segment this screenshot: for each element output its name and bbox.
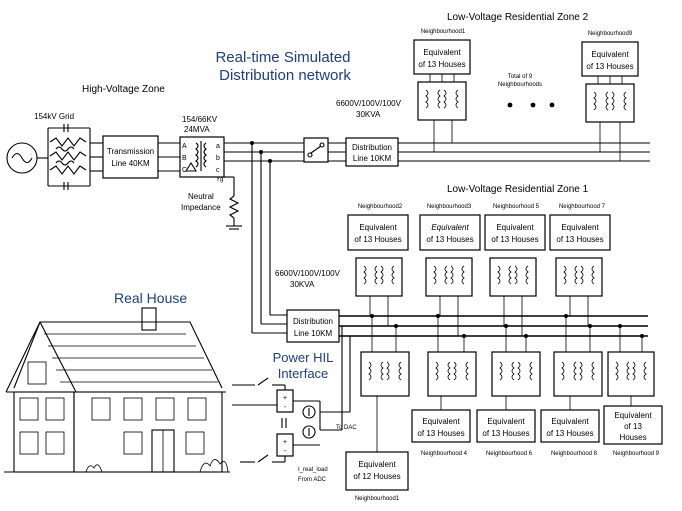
zone1-top-label1: Equivalent <box>359 223 397 232</box>
rt-title-line2: Distribution network <box>219 67 351 84</box>
zone1-bottom-label1: Equivalent <box>422 417 460 426</box>
zone2-total-label1: Total of 9 <box>508 74 533 80</box>
zone1-neighbourhood4: Equivalent of 13 Houses Neighbourhood 4 <box>411 396 471 457</box>
house-icon <box>4 307 230 473</box>
grid-label: 154kV Grid <box>34 112 74 121</box>
zone2-total-label2: Neighbourhoods <box>498 82 542 88</box>
svg-text:-: - <box>284 448 287 455</box>
sec-phase-a: a <box>216 143 220 150</box>
rt-title-line1: Real-time Simulated <box>215 49 350 66</box>
zone2-n9-label2: of 13 Houses <box>586 62 633 71</box>
zone2-n1-label1: Equivalent <box>423 48 461 57</box>
zone2-n9-name: Neighbourhood9 <box>588 31 633 37</box>
power-hil-interface: + - + - To DAC I_real_load From ADC <box>232 326 357 483</box>
zone1-top-label1: Equivalent <box>431 223 469 232</box>
zone1-neighbourhood5: Neighbourhood 5 Equivalent of 13 Houses <box>484 204 546 336</box>
zone2-line-label2: Line 10KM <box>353 154 392 163</box>
zone1-bottom-label1: Equivalent <box>551 417 589 426</box>
to-dac-label: To DAC <box>336 425 357 431</box>
zone1-top-label1: Equivalent <box>561 223 599 232</box>
zone1-bottom-label2: of 13 Houses <box>546 429 593 438</box>
zone1-top-name: Neighbourhood 5 <box>493 204 540 210</box>
zone2-n1-label2: of 13 Houses <box>418 60 465 69</box>
zone2-switch <box>303 137 329 163</box>
hv-transformer-rating2: 24MVA <box>184 125 210 134</box>
zone1-bottom-name: Neighbourhood 9 <box>613 451 660 457</box>
zone1-top-name: Neighbourhood3 <box>427 204 472 210</box>
zone1-bottom-label2: of 13 Houses <box>482 429 529 438</box>
pri-phase-b: B <box>182 155 187 162</box>
transmission-line-label1: Transmission <box>107 147 154 156</box>
transmission-line-label2: Line 40KM <box>111 159 150 168</box>
zone1-bottom-name: Neighbourhood 8 <box>551 451 598 457</box>
svg-text:-: - <box>284 404 287 411</box>
hv-zone-title: High-Voltage Zone <box>82 84 165 95</box>
ellipsis-dot <box>530 102 536 108</box>
real-house-title: Real House <box>114 290 187 306</box>
zone2-tf-rating1: 6600V/100V/100V <box>336 99 402 108</box>
sec-yg: Yg <box>216 177 223 183</box>
zone1-neighbourhood1: Equivalent of 12 Houses Neighbourhood1 <box>345 396 409 502</box>
ellipsis-dot <box>549 102 555 108</box>
zone1-bottom-label2: of 13 Houses <box>417 429 464 438</box>
zone1-bottom-label2: of 12 Houses <box>353 472 400 481</box>
zone2-tf-rating2: 30KVA <box>356 110 381 119</box>
zone1-top-name: Neighbourhood2 <box>358 204 403 210</box>
zone1-top-label1: Equivalent <box>496 223 534 232</box>
zone1-neighbourhood2: Neighbourhood2 Equivalent of 13 Houses <box>347 204 409 326</box>
zone1-top-label2: of 13 Houses <box>354 235 401 244</box>
lv-zone1-title: Low-Voltage Residential Zone 1 <box>447 184 589 195</box>
hil-title-line2: Interface <box>278 366 329 381</box>
zone1-top-label2: of 13 Houses <box>426 235 473 244</box>
zone1-bottom-label1: Equivalent <box>614 411 652 420</box>
sec-phase-c: c <box>216 167 220 174</box>
i-real-load-label: I_real_load <box>298 467 328 473</box>
zone1-bottom-label1: Equivalent <box>487 417 525 426</box>
ellipsis-dot <box>507 102 513 108</box>
neutral-label1: Neutral <box>188 192 214 201</box>
hv-transformer: 154/66KV 24MVA A B C a b c Yg <box>179 115 225 183</box>
zone1-neighbourhood8: Equivalent of 13 Houses Neighbourhood 8 <box>540 396 600 457</box>
neutral-label2: Impedance <box>181 203 221 212</box>
zone2-n1-name: Neighbourhood1 <box>421 29 466 35</box>
zone1-bottom-transformers <box>360 316 655 397</box>
zone1-distribution-line: Distribution Line 10KM <box>286 309 340 343</box>
zone1-top-label2: of 13 Houses <box>491 235 538 244</box>
hv-transformer-rating1: 154/66KV <box>182 115 218 124</box>
zone1-neighbourhood7: Neighbourhood 7 Equivalent of 13 Houses <box>549 204 611 326</box>
transmission-line-block: Transmission Line 40KM <box>102 135 159 179</box>
pri-phase-a: A <box>182 143 187 150</box>
zone1-neighbourhood6: Equivalent of 13 Houses Neighbourhood 6 <box>476 396 536 457</box>
zone1-bottom-name: Neighbourhood 4 <box>421 451 468 457</box>
hil-title-line1: Power HIL <box>273 350 334 365</box>
grid-source: 154kV Grid <box>6 112 91 190</box>
zone1-line-label1: Distribution <box>293 317 333 326</box>
junction-dots <box>250 141 644 338</box>
pri-phase-c: C <box>182 167 187 174</box>
zone1-tf-rating1: 6600V/100V/100V <box>275 269 341 278</box>
sec-phase-b: b <box>216 155 220 162</box>
lv-zone2-title: Low-Voltage Residential Zone 2 <box>447 12 589 23</box>
zone1-bottom-label1: Equivalent <box>358 460 396 469</box>
zone1-neighbourhood9: Equivalent of 13 Houses Neighbourhood 9 <box>603 396 663 457</box>
zone2-neighbourhood9: Neighbourhood9 Equivalent of 13 Houses <box>581 31 639 161</box>
zone1-top-name: Neighbourhood 7 <box>559 204 606 210</box>
zone2-distribution-line: Distribution Line 10KM <box>345 137 399 167</box>
zone1-tf-rating2: 30KVA <box>290 280 315 289</box>
zone1-neighbourhood3: Neighbourhood3 Equivalent of 13 Houses <box>419 204 481 336</box>
zone1-line-label2: Line 10KM <box>294 329 333 338</box>
zone2-line-label1: Distribution <box>352 143 392 152</box>
zone2-n9-label1: Equivalent <box>591 50 629 59</box>
svg-text:+: + <box>283 439 287 446</box>
zone1-top-label2: of 13 Houses <box>556 235 603 244</box>
zone1-bottom-label3: Houses <box>619 433 646 442</box>
zone1-bottom-name: Neighbourhood 6 <box>486 451 533 457</box>
from-adc-label: From ADC <box>298 477 327 483</box>
zone1-bottom-label2: of 13 <box>624 422 642 431</box>
zone2-neighbourhood1: Neighbourhood1 Equivalent of 13 Houses <box>413 29 471 152</box>
svg-text:+: + <box>283 395 287 402</box>
neutral-impedance: Neutral Impedance <box>181 176 242 230</box>
zone1-bottom-name: Neighbourhood1 <box>355 496 400 502</box>
